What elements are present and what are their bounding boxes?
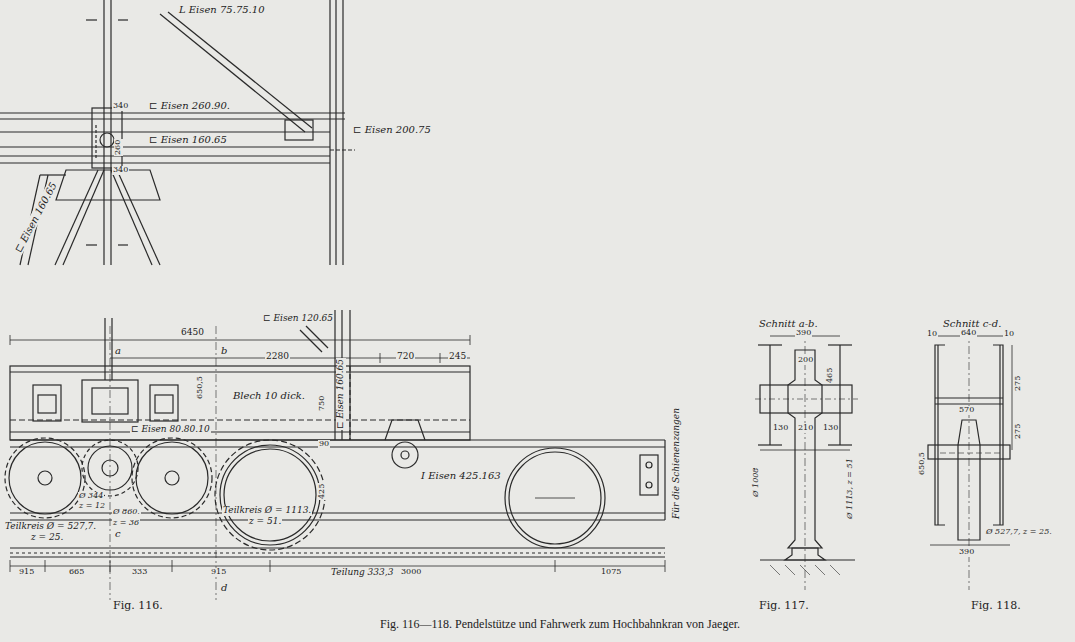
dimension-label: Teilkreis Ø = 1113. (222, 506, 312, 516)
dimension-label: I Eisen 425.163 (420, 470, 502, 481)
dimension-label: 10 (1003, 330, 1015, 339)
dimension-label: 90 (318, 440, 330, 449)
dimension-label: 130 (772, 424, 789, 433)
dimension-label: L Eisen 75.75.10 (178, 4, 266, 15)
dimension-label: 390 (958, 548, 975, 557)
dimension-label: 10 (926, 330, 938, 339)
figure-number: Fig. 116. (112, 600, 164, 612)
dimension-label: Blech 10 dick. (232, 390, 306, 401)
section-c-d (928, 330, 1012, 590)
dimension-label: 750 (318, 395, 327, 412)
dimension-label: Ø 527,7, z = 25. (985, 528, 1053, 537)
dimension-label: ⊏ Eisen 120.65 (262, 314, 334, 324)
dimension-label: Ø 344 (78, 492, 104, 501)
dimension-label: z = 36 (112, 519, 140, 528)
dimension-label: 340 (112, 102, 129, 111)
dimension-label: 275 (1014, 423, 1023, 440)
dimension-label: Schnitt a-b. (758, 318, 819, 329)
dimension-label: z = 51. (248, 517, 282, 527)
dimension-label: 340 (112, 166, 129, 175)
dimension-label: 640 (960, 329, 977, 338)
dimension-label: Ø 860. (112, 508, 141, 517)
dimension-label: 915 (18, 568, 35, 577)
figure-caption: Fig. 116—118. Pendelstütze und Fahrwerk … (380, 618, 740, 631)
dimension-label: 425 (318, 483, 327, 500)
dimension-label: 650,5 (196, 375, 205, 400)
dimension-label: 390 (795, 329, 812, 338)
dimension-label: ⊏ Eisen 160.65 (12, 180, 59, 256)
dimension-label: 245 (448, 352, 467, 362)
dimension-label: 275 (1014, 375, 1023, 392)
dimension-label: 665 (68, 568, 85, 577)
dimension-label: c (114, 528, 122, 539)
dimension-label: Ø 1008 (752, 467, 761, 498)
dimension-label: Ø 1113, z = 51 (846, 457, 855, 520)
dimension-label: Schnitt c-d. (942, 318, 1002, 329)
dimension-label: 570 (958, 406, 975, 415)
dimension-label: Teilung 333,3 (330, 568, 394, 578)
dimension-label: b (220, 345, 228, 356)
dimension-label: z = 12 (78, 502, 106, 511)
dimension-label: 200 (797, 356, 814, 365)
top-view (0, 0, 355, 265)
dimension-label: 1075 (600, 568, 622, 577)
dimension-label: ⊏ Eisen 80.80.10 (130, 425, 211, 435)
dimension-label: 260 (114, 139, 123, 156)
dimension-label: 915 (210, 568, 227, 577)
dimension-label: 720 (396, 352, 415, 362)
dimension-label: ⊏ Eisen 200.75 (352, 124, 432, 135)
dimension-label: Für die Schienenzangen (672, 407, 682, 520)
dimension-label: ⊏ Eisen 160.65 (148, 134, 228, 145)
figure-number: Fig. 117. (758, 600, 810, 612)
section-a-b (755, 330, 858, 590)
dimension-label: z = 25. (30, 533, 64, 543)
dimension-label: ⊏ Eisen 160.65 (336, 358, 346, 430)
dimension-label: d (220, 582, 228, 593)
dimension-label: 465 (826, 367, 835, 384)
dimension-label: 2280 (265, 352, 290, 362)
figure-number: Fig. 118. (970, 600, 1022, 612)
side-view (5, 310, 665, 600)
dimension-label: a (114, 345, 122, 356)
dimension-label: 333 (131, 568, 148, 577)
dimension-label: Teilkreis Ø = 527,7. (4, 522, 97, 532)
dimension-label: 210 (797, 424, 814, 433)
dimension-label: 3000 (400, 568, 422, 577)
dimension-label: 130 (822, 424, 839, 433)
dimension-label: ⊏ Eisen 260.90. (148, 100, 231, 111)
dimension-label: 6450 (180, 328, 205, 338)
dimension-label: 650,5 (918, 451, 927, 476)
